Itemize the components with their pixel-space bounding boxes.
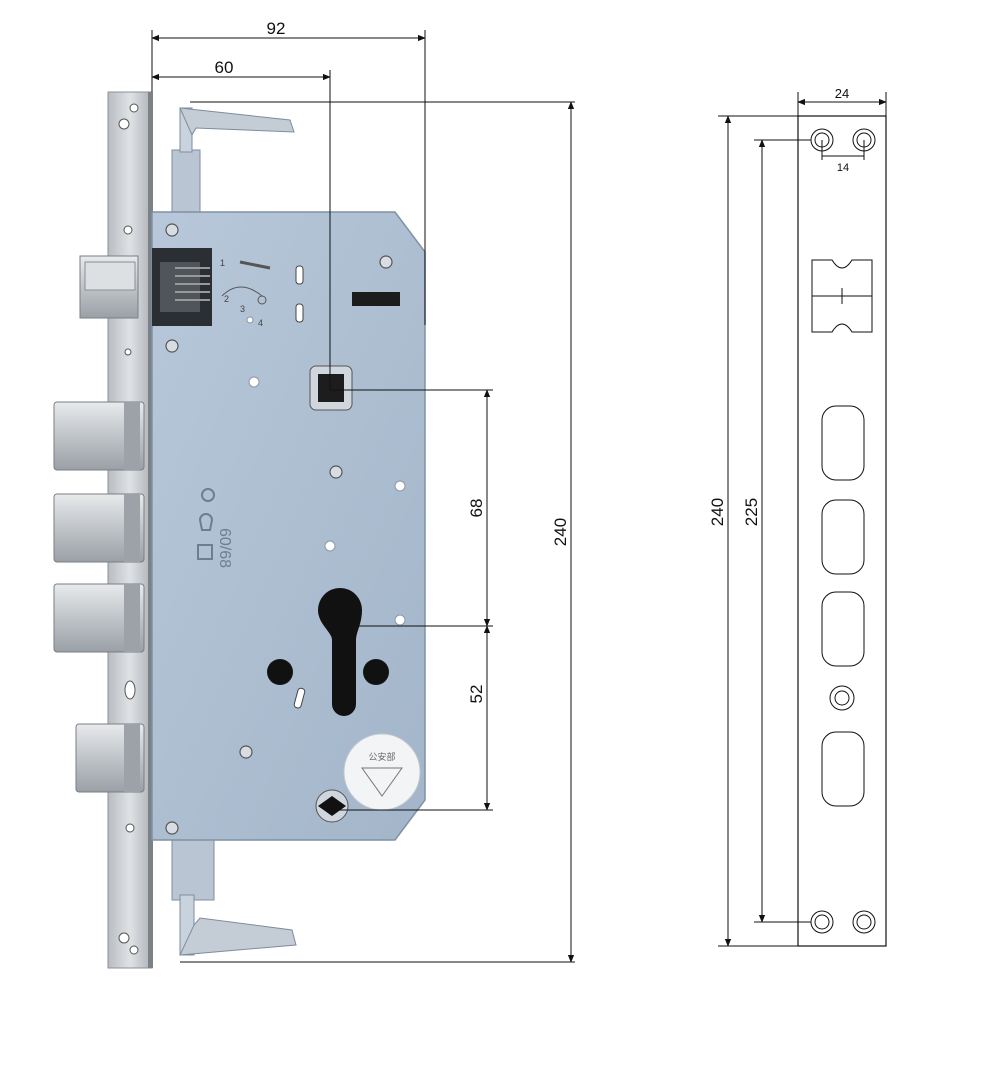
- dim-label-52: 52: [467, 685, 486, 704]
- dim-label-225: 225: [742, 498, 761, 526]
- lock-case: [151, 211, 426, 841]
- dim-label-92: 92: [267, 19, 286, 38]
- certification-stamp: 公安部: [343, 733, 421, 811]
- bottom-keyhole: [315, 789, 349, 823]
- lock-body-view: 1 2 3 4 60/68 公安部: [53, 91, 426, 969]
- svg-text:2: 2: [224, 294, 229, 304]
- auxiliary-bolt: [75, 723, 145, 793]
- faceplate-middle-hole: [829, 685, 855, 711]
- dim-label-60: 60: [215, 58, 234, 77]
- latch-bolt: [79, 255, 139, 319]
- case-marking: 60/68: [216, 528, 233, 568]
- spindle-hub: [309, 365, 353, 411]
- svg-text:4: 4: [258, 318, 263, 328]
- cylinder-hole: [318, 588, 362, 716]
- bottom-rod-hook: [171, 839, 297, 956]
- deadbolt-lower: [53, 583, 145, 653]
- faceplate-outline: [797, 115, 887, 947]
- faceplate-screw-holes: [118, 103, 139, 955]
- handle-hole-right: [363, 659, 389, 685]
- indicator-dial: 1 2 3 4: [220, 258, 271, 328]
- deadbolt-upper: [53, 401, 145, 471]
- faceplate-latch-opening: [811, 259, 873, 333]
- handle-hole-left: [267, 659, 293, 685]
- svg-text:1: 1: [220, 258, 225, 268]
- deadbolt-middle: [53, 493, 145, 563]
- faceplate-view: [797, 115, 887, 947]
- svg-text:公安部: 公安部: [368, 751, 395, 762]
- svg-text:3: 3: [240, 304, 245, 314]
- dim-label-240-faceplate: 240: [708, 498, 727, 526]
- faceplate-bolt-slots: [821, 405, 865, 807]
- latch-mechanism: [152, 248, 212, 326]
- brand-logo: [197, 488, 215, 560]
- dim-label-14: 14: [837, 162, 849, 174]
- top-rod-hook: [171, 107, 295, 216]
- dim-label-68: 68: [467, 499, 486, 518]
- follower-slot: [352, 292, 400, 306]
- dim-label-24: 24: [835, 86, 849, 101]
- faceplate-dimensions: 24 14 240 225: [708, 86, 887, 947]
- main-view-dimensions: 92 60 240 68 52: [151, 19, 575, 963]
- case-screws: [165, 223, 393, 835]
- dim-label-240-main: 240: [551, 518, 570, 546]
